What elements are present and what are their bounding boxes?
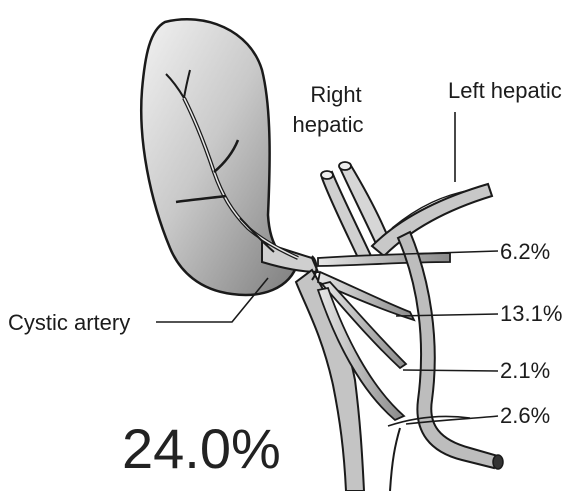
hepatic-artery-main	[398, 232, 498, 468]
artery-branch-1	[318, 253, 450, 266]
label-right-hepatic-line2: hepatic	[293, 112, 364, 137]
percent-2-1: 2.1%	[500, 358, 550, 383]
leader-6-2	[405, 251, 498, 254]
leader-2-1	[403, 370, 498, 371]
percent-6-2: 6.2%	[500, 239, 550, 264]
percent-main: 24.0%	[122, 417, 281, 480]
label-left-hepatic: Left hepatic	[448, 78, 562, 103]
left-hepatic-duct	[372, 184, 492, 256]
percent-13-1: 13.1%	[500, 301, 562, 326]
label-cystic-artery: Cystic artery	[8, 310, 130, 335]
label-right-hepatic-line1: Right	[310, 82, 361, 107]
percent-2-6: 2.6%	[500, 403, 550, 428]
